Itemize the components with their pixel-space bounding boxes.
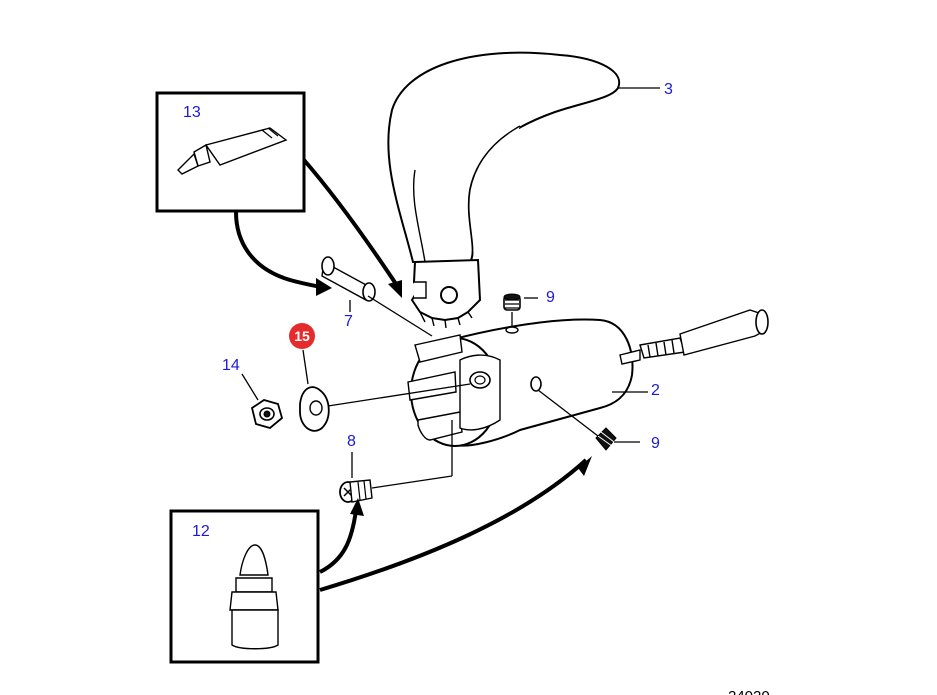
set-screw-part-9-top bbox=[503, 293, 521, 311]
label-part-13: 13 bbox=[183, 104, 201, 121]
label-part-15: 15 bbox=[294, 328, 310, 344]
grease-tube-box-part-13 bbox=[155, 91, 306, 213]
label-part-14: 14 bbox=[222, 357, 240, 374]
drawing-reference-number: 24020 bbox=[728, 688, 770, 695]
nut-part-14 bbox=[250, 399, 284, 429]
lever-handle-part-3 bbox=[387, 51, 621, 329]
application-arrows bbox=[234, 158, 592, 592]
label-part-8: 8 bbox=[347, 433, 356, 450]
thread-locker-box-part-12 bbox=[169, 509, 320, 664]
label-part-12: 12 bbox=[192, 523, 210, 540]
cap-screw-part-8 bbox=[339, 479, 373, 503]
pin-part-7 bbox=[321, 256, 376, 302]
lock-washer-part-15 bbox=[299, 386, 330, 432]
label-part-9-right: 9 bbox=[651, 435, 660, 452]
label-part-7: 7 bbox=[344, 313, 353, 330]
label-part-3: 3 bbox=[664, 81, 673, 98]
housing-part-2 bbox=[407, 309, 769, 447]
label-part-2: 2 bbox=[651, 382, 660, 399]
label-part-9-top: 9 bbox=[546, 289, 555, 306]
badge-part-15: 15 bbox=[289, 323, 315, 349]
set-screw-part-9-right bbox=[595, 427, 617, 451]
